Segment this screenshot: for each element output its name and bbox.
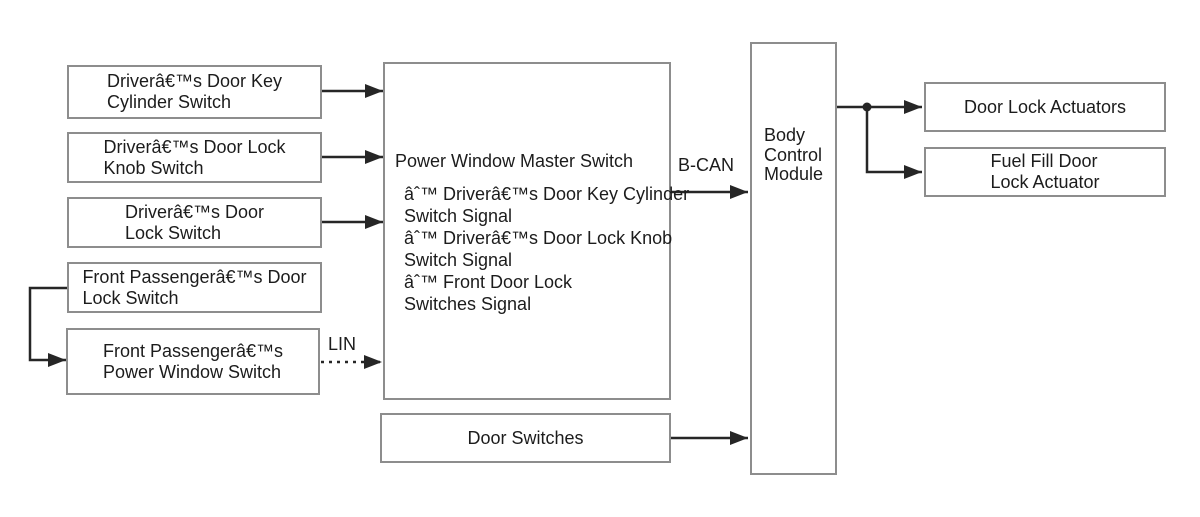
input-box-front-passenger-door-lock-switch: Front Passengerâ€™s Door Lock Switch [67,262,322,313]
bus-label-b-can: B-CAN [678,155,735,175]
input-box-driver-door-key-cylinder-switch: Driverâ€™s Door Key Cylinder Switch [67,65,322,119]
box-label-line: Cylinder Switch [106,92,232,112]
bus-label-lin: LIN [328,334,357,354]
signal-line: âˆ™ Driverâ€™s Door Lock Knob [404,228,673,248]
arrow-passenger-lock-to-window-switch [28,286,67,367]
box-label-line: Fuel Fill Door [990,151,1098,171]
body-control-module-label: Body Control Module [764,125,824,185]
bcm-label-line: Control [764,144,823,165]
bcm-label-line: Body [764,125,806,145]
box-label-line: Driverâ€™s Door Key [106,71,283,91]
signal-line: Switch Signal [404,206,513,226]
box-label-line: Lock Actuator [990,172,1100,192]
input-box-driver-door-lock-switch: Driverâ€™s Door Lock Switch [67,197,322,248]
box-label-line: Lock Switch [124,222,222,243]
master-switch-title: Power Window Master Switch [395,151,634,171]
box-label-line: Driverâ€™s Door [124,201,265,222]
box-label-line: Driverâ€™s Door Lock [103,136,286,157]
door-switches-box: Door Switches [380,413,671,463]
input-box-front-passenger-power-window-switch: Front Passengerâ€™s Power Window Switch [66,328,320,395]
bcm-label-line: Module [764,164,824,184]
signal-line: âˆ™ Driverâ€™s Door Key Cylinder [404,184,690,204]
signal-item-front-door-lock: âˆ™ Front Door Lock Switches Signal [404,271,689,315]
box-label-line: Power Window Switch [102,361,282,382]
box-label-line: Door Switches [467,427,584,448]
output-box-door-lock-actuators: Door Lock Actuators [924,82,1166,132]
signal-line: Switches Signal [404,294,532,314]
box-label-line: Front Passengerâ€™s Door [82,266,307,287]
input-box-driver-door-lock-knob-switch: Driverâ€™s Door Lock Knob Switch [67,132,322,183]
signal-line: âˆ™ Front Door Lock [404,272,573,292]
box-label-line: Knob Switch [103,157,204,178]
box-label-line: Door Lock Actuators [963,96,1127,117]
signal-item-key-cylinder: âˆ™ Driverâ€™s Door Key Cylinder Switch … [404,183,689,227]
box-label-line: Lock Switch [82,287,179,308]
box-label-line: Front Passengerâ€™s [102,340,284,361]
body-control-module-box: Body Control Module [750,42,837,475]
master-switch-signal-list: âˆ™ Driverâ€™s Door Key Cylinder Switch … [404,183,689,315]
output-box-fuel-fill-door-lock-actuator: Fuel Fill Door Lock Actuator [924,147,1166,197]
arrow-bcm-to-fuel-fill-actuator [865,107,922,179]
signal-line: Switch Signal [404,250,513,270]
power-window-master-switch-box: Power Window Master Switch âˆ™ Driverâ€™… [383,62,689,400]
signal-item-lock-knob: âˆ™ Driverâ€™s Door Lock Knob Switch Sig… [404,227,689,271]
